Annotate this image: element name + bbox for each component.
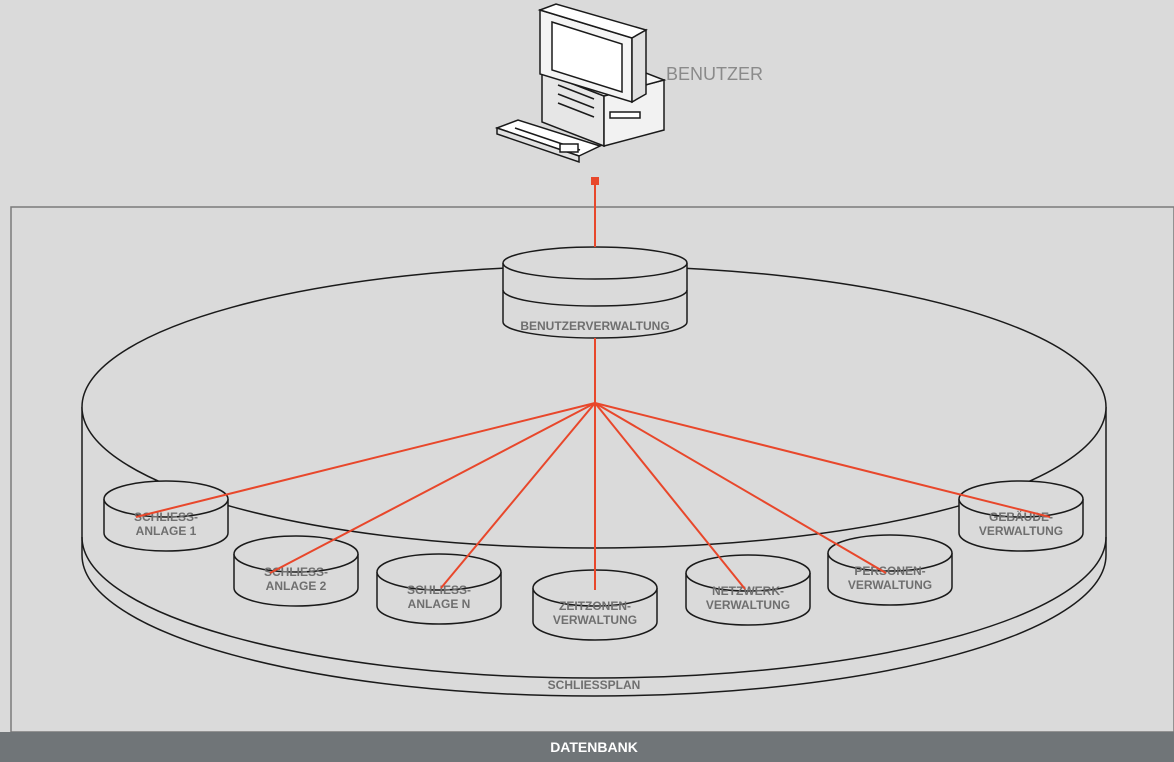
footer-label: DATENBANK (550, 739, 638, 755)
module-label-line1: NETZWERK- (712, 584, 784, 598)
module-cylinder-top (103, 480, 229, 518)
benutzer-label: BENUTZER (666, 64, 763, 84)
module-cylinder-7: GEBÄUDE-VERWALTUNG (958, 480, 1084, 552)
schliessplan-label: SCHLIESSPLAN (548, 678, 641, 692)
connector-line-1 (135, 402, 596, 518)
module-label-line1: PERSONEN- (854, 564, 925, 578)
module-label-line2: VERWALTUNG (706, 598, 790, 612)
module-label-line1: SCHLIESS- (134, 510, 198, 524)
module-cylinder-top (958, 480, 1084, 518)
module-cylinder-top (233, 535, 359, 573)
footer-bar (0, 732, 1174, 762)
connectors-layer (135, 402, 1051, 590)
connector-line-7 (594, 402, 1051, 518)
module-cylinder-2: SCHLIESS-ANLAGE 2 (233, 535, 359, 607)
module-label-line1: SCHLIESS- (407, 583, 471, 597)
module-label-line1: ZEITZONEN- (559, 599, 631, 613)
module-cylinder-top (376, 553, 502, 591)
module-label-line2: VERWALTUNG (848, 578, 932, 592)
computer-icon (494, 3, 667, 164)
module-label-line2: ANLAGE 2 (266, 579, 327, 593)
module-label-line2: VERWALTUNG (979, 524, 1063, 538)
connector-line-5 (594, 402, 746, 590)
module-cylinder-1: SCHLIESS-ANLAGE 1 (103, 480, 229, 552)
module-label-line2: VERWALTUNG (553, 613, 637, 627)
module-cylinder-3: SCHLIESS-ANLAGE N (376, 553, 502, 625)
module-cylinder-5: NETZWERK-VERWALTUNG (685, 554, 811, 626)
benutzerverwaltung-label: BENUTZERVERWALTUNG (520, 319, 669, 333)
module-cylinder-top (827, 534, 953, 572)
module-cylinder-top (685, 554, 811, 592)
module-cylinder-6: PERSONEN-VERWALTUNG (827, 534, 953, 606)
user-connector-end (591, 177, 599, 185)
connector-line-6 (594, 402, 887, 574)
module-label-line2: ANLAGE N (408, 597, 471, 611)
module-label-line2: ANLAGE 1 (136, 524, 197, 538)
connector-line-3 (440, 402, 596, 589)
benutzerverwaltung-cylinder (502, 246, 688, 339)
module-label-line1: GEBÄUDE- (989, 509, 1053, 524)
connector-line-2 (269, 402, 596, 574)
